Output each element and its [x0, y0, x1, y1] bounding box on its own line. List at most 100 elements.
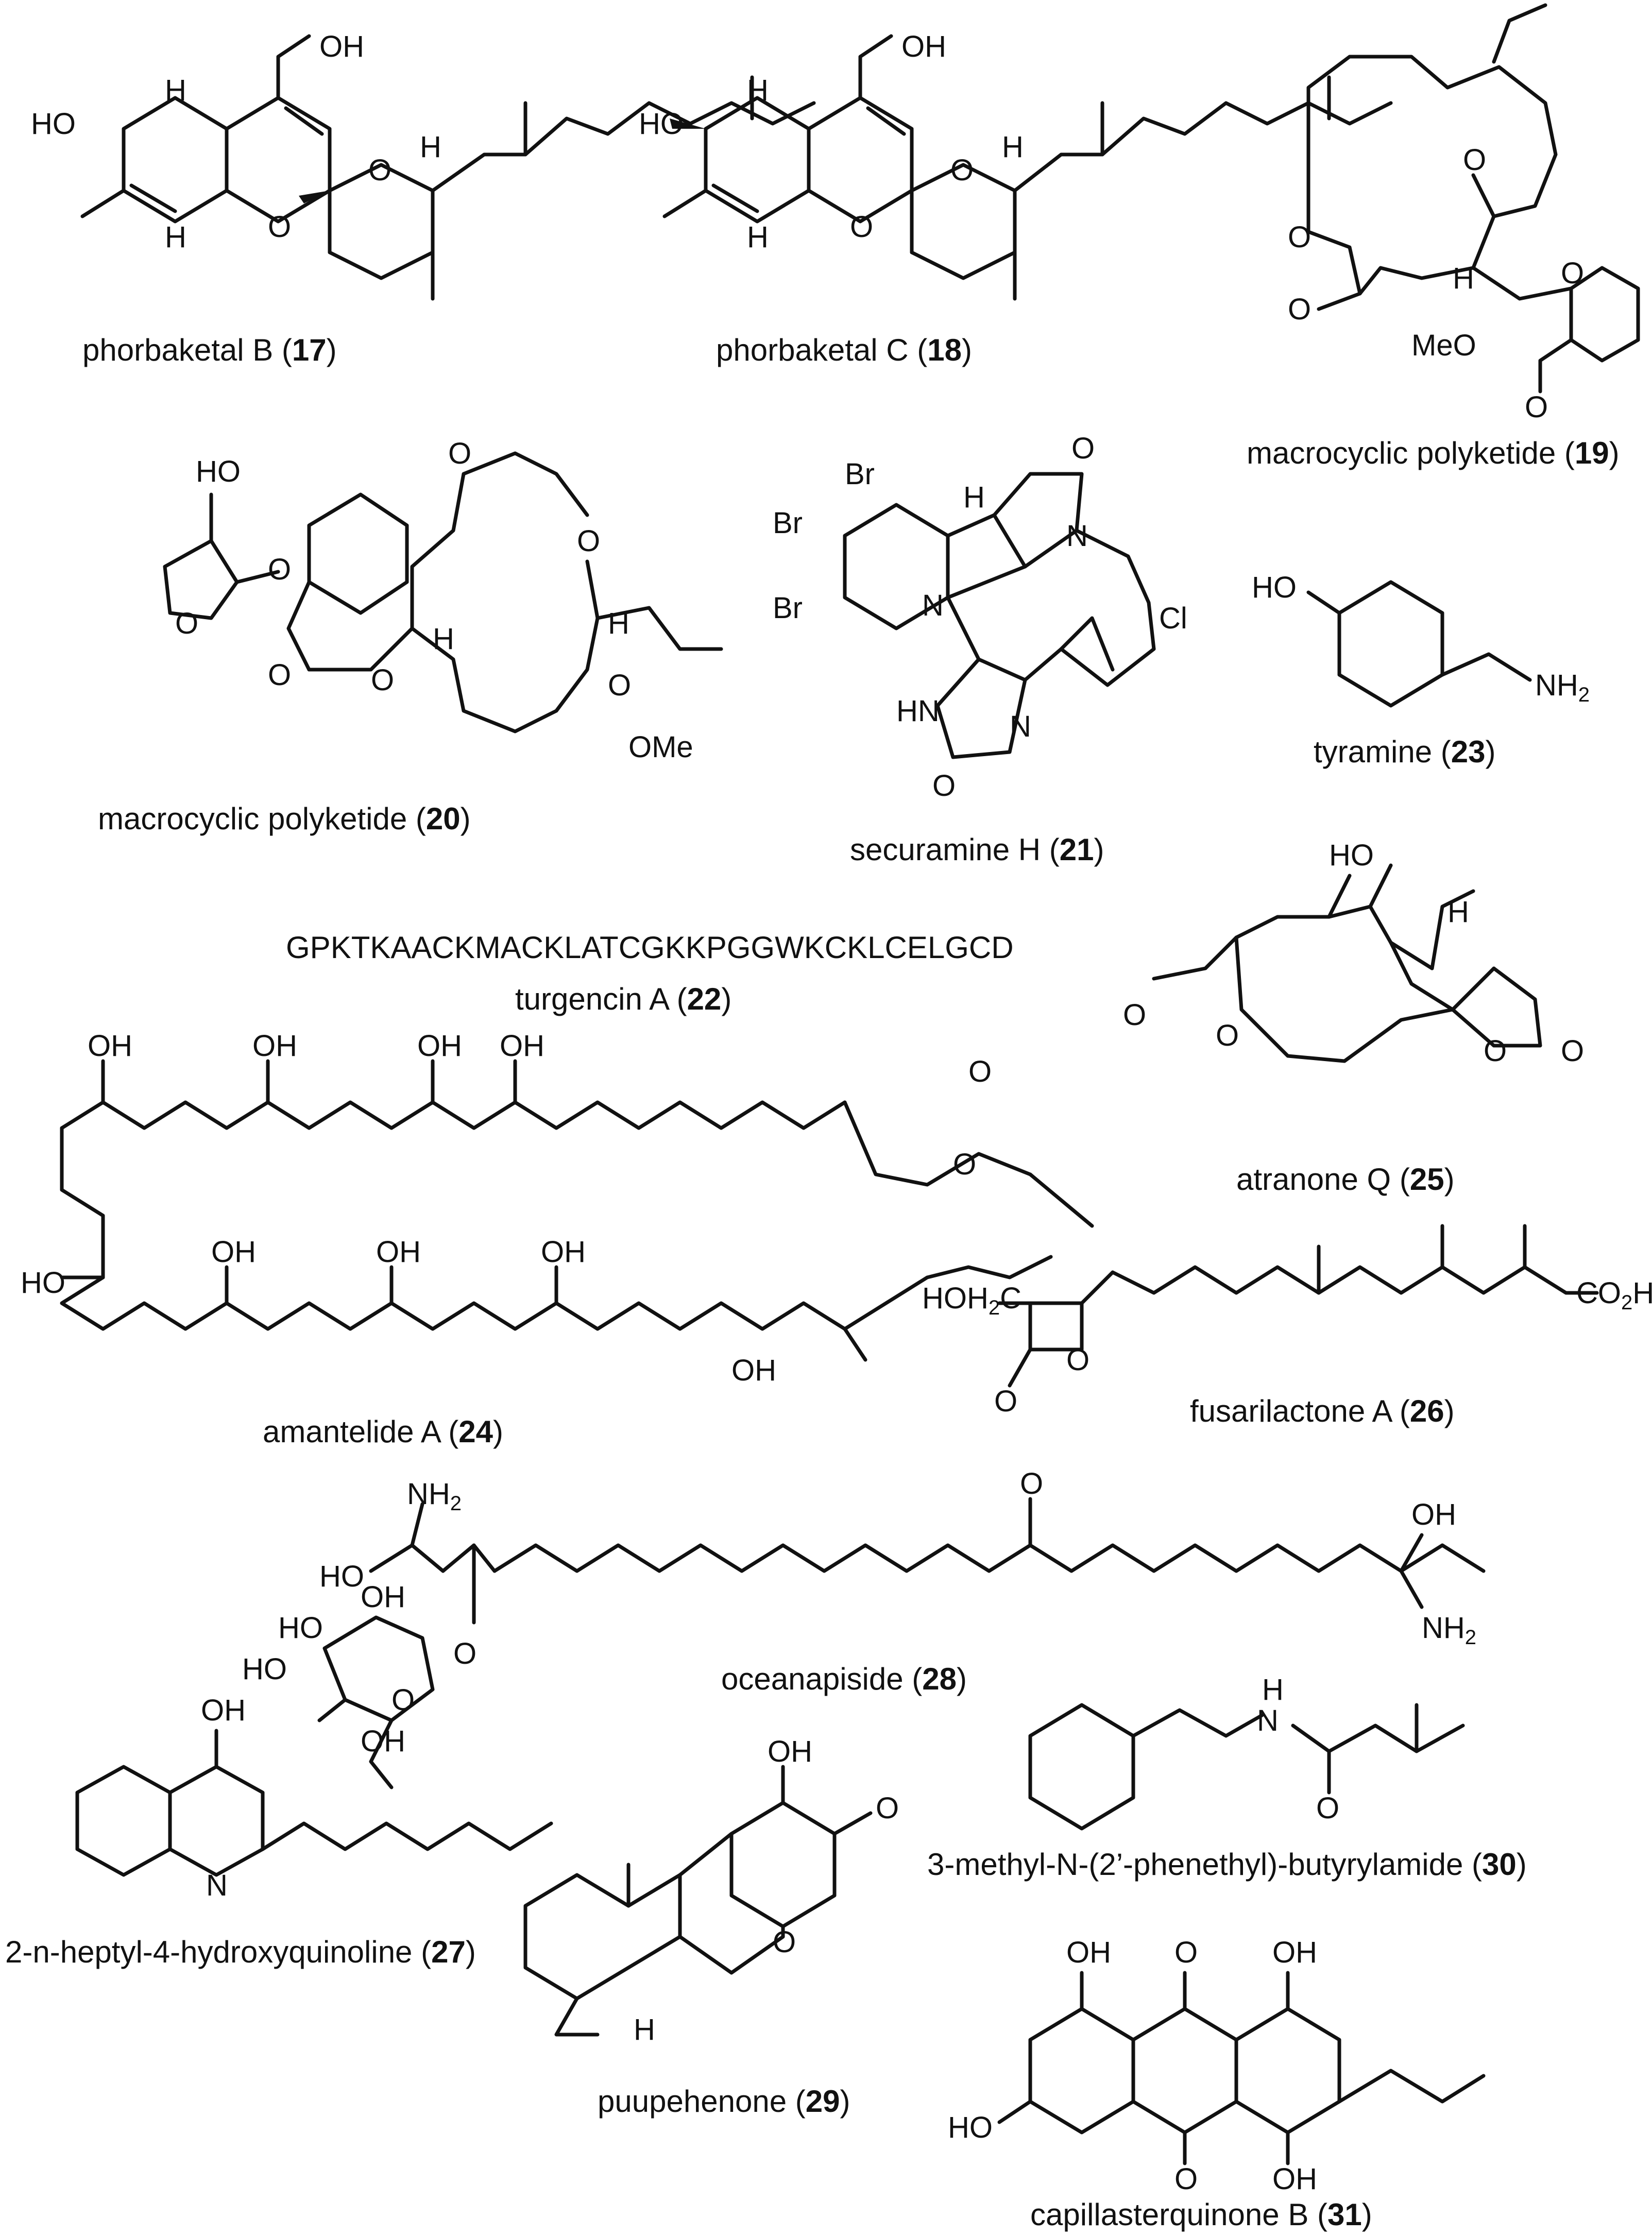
atom-label: N — [1066, 519, 1088, 553]
atom-label: O — [1288, 293, 1311, 326]
compound-label-21: securamine H (21) — [850, 832, 1104, 867]
atom-label: OH — [541, 1235, 586, 1269]
atom-label: OH — [211, 1235, 256, 1269]
atom-label: H — [747, 220, 769, 254]
atom-label: O — [994, 1385, 1017, 1418]
compound-label-29: puupehenone (29) — [598, 2084, 850, 2119]
atom-label: OH — [500, 1029, 544, 1063]
structure-17: HO OH H H O O H — [31, 30, 816, 301]
atom-label: OH — [361, 1725, 405, 1758]
atom-label: CO2H — [1576, 1276, 1652, 1314]
atom-label: OH — [376, 1235, 421, 1269]
compound-label-28: oceanapiside (28) — [721, 1662, 967, 1696]
atom-label: O — [268, 658, 291, 692]
atom-label: O — [773, 1925, 796, 1959]
compound-label-19: macrocyclic polyketide (19) — [1247, 436, 1620, 470]
atom-label: NH2 — [1535, 669, 1590, 706]
structure-27: OH N — [75, 1694, 553, 1902]
atom-label: HO — [319, 1560, 364, 1593]
atom-label: HO — [1329, 839, 1374, 872]
atom-label: O — [368, 153, 391, 187]
compound-label-30: 3-methyl-N-(2’-phenethyl)-butyrylamide (… — [927, 1847, 1527, 1882]
atom-label: NH2 — [1422, 1611, 1476, 1649]
atom-label: Br — [773, 506, 803, 540]
atom-label: Cl — [1159, 602, 1187, 635]
atom-label: OMe — [628, 730, 693, 764]
atom-label: O — [1316, 1791, 1339, 1825]
atom-label: OH — [319, 30, 364, 63]
structure-21: Br Br Br H O N N Cl HN N O — [773, 432, 1187, 803]
atom-label: H — [433, 622, 454, 656]
atom-label: OH — [361, 1580, 405, 1614]
atom-label: H — [963, 481, 985, 514]
atom-label: O — [1484, 1034, 1507, 1068]
atom-label: O — [1216, 1019, 1239, 1052]
atom-label: HO — [948, 2111, 993, 2144]
atom-label: HO — [21, 1266, 65, 1300]
atom-label: O — [268, 210, 291, 244]
compound-label-18: phorbaketal C (18) — [716, 333, 972, 367]
atom-label: NH2 — [407, 1477, 462, 1515]
atom-label: H — [1262, 1673, 1284, 1706]
atom-label: OH — [417, 1029, 462, 1063]
compound-label-31: capillasterquinone B (31) — [1030, 2197, 1372, 2232]
atom-label: HO — [639, 107, 684, 141]
structure-19: O O O O H MeO O — [1288, 3, 1640, 424]
compound-label-20: macrocyclic polyketide (20) — [98, 801, 471, 836]
atom-label: O — [1561, 1034, 1584, 1068]
atom-label: HO — [1252, 571, 1297, 604]
atom-label: OH — [1066, 1936, 1111, 1969]
atom-label: O — [850, 210, 873, 244]
atom-label: H — [634, 2013, 655, 2046]
atom-label: O — [448, 437, 471, 470]
structure-30: N H O — [1028, 1673, 1465, 1831]
atom-label: OH — [252, 1029, 297, 1063]
peptide-sequence: GPKTKAACKMACKLATCGKKPGGWKCKLCELGCD — [286, 930, 1014, 965]
structure-28: HO NH2 O O OH NH2 HO OH HO O OH — [242, 1467, 1486, 1789]
atom-label: O — [1020, 1467, 1043, 1500]
structure-20: HO O O O O O O H H O OMe — [163, 437, 723, 764]
atom-label: O — [1071, 432, 1095, 465]
compound-label-24: amantelide A (24) — [263, 1414, 503, 1449]
atom-label: OH — [201, 1694, 246, 1727]
atom-label: O — [1123, 998, 1146, 1032]
atom-label: O — [268, 553, 291, 586]
atom-label: OH — [1411, 1498, 1456, 1531]
atom-label: H — [747, 74, 769, 107]
atom-label: O — [876, 1791, 899, 1825]
atom-label: O — [175, 607, 198, 640]
compound-label-25: atranone Q (25) — [1236, 1162, 1455, 1197]
structure-26: HOH2C O O CO2H — [922, 1224, 1652, 1418]
atom-label: OH — [731, 1354, 776, 1387]
atom-label: OH — [768, 1735, 812, 1768]
atom-label: O — [932, 769, 956, 803]
compound-label-26: fusarilactone A (26) — [1190, 1394, 1455, 1428]
structure-25: HO O O H O O — [1123, 839, 1584, 1068]
atom-label: H — [1453, 262, 1474, 295]
atom-label: OH — [901, 30, 946, 63]
atom-label: OH — [1272, 2162, 1317, 2196]
atom-label: MeO — [1411, 329, 1476, 362]
atom-label: N — [922, 589, 944, 622]
atom-label: N — [1010, 710, 1031, 743]
atom-label: N — [1257, 1704, 1279, 1737]
atom-label: O — [950, 153, 974, 187]
atom-label: HN — [896, 694, 940, 728]
atom-label: O — [1525, 390, 1548, 424]
atom-label: O — [577, 524, 600, 558]
atom-label: HO — [242, 1652, 287, 1686]
compound-label-27: 2-n-heptyl-4-hydroxyquinoline (27) — [5, 1935, 476, 1969]
atom-label: O — [1174, 1936, 1198, 1969]
atom-label: H — [165, 220, 186, 254]
atom-label: Br — [773, 591, 803, 625]
atom-label: O — [1561, 257, 1584, 290]
structure-18: HO OH H H O O H — [639, 30, 1393, 301]
atom-label: HO — [31, 107, 76, 141]
compound-label-22: turgencin A (22) — [515, 982, 731, 1016]
structure-22: GPKTKAACKMACKLATCGKKPGGWKCKLCELGCD — [286, 930, 1014, 965]
atom-label: O — [453, 1637, 476, 1670]
atom-label: Br — [845, 457, 875, 491]
structure-23: HO NH2 — [1252, 571, 1590, 708]
atom-label: O — [953, 1148, 976, 1181]
